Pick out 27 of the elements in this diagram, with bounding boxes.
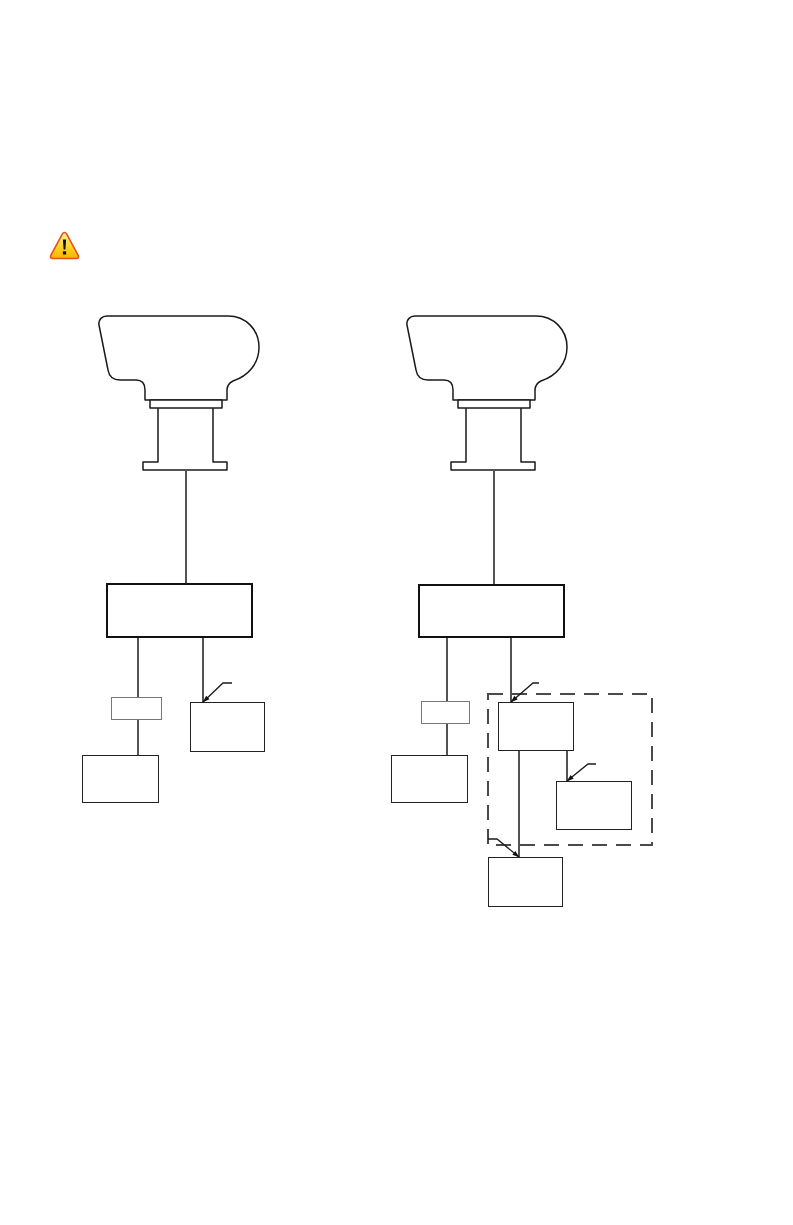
leader-line — [510, 682, 540, 703]
device-drawing — [98, 314, 262, 471]
cable-line — [202, 637, 204, 703]
cable-line — [510, 637, 512, 703]
leader-line — [487, 838, 520, 858]
component-box — [556, 781, 632, 830]
device-drawing — [406, 314, 570, 471]
dashed-group-box — [487, 693, 653, 846]
small-box — [111, 697, 162, 720]
cable-line — [137, 719, 139, 756]
main-box — [106, 583, 253, 638]
cable-line — [446, 723, 448, 756]
component-box — [82, 755, 159, 803]
main-box — [418, 584, 565, 638]
component-box — [391, 755, 468, 803]
cable-line — [446, 637, 448, 702]
component-box — [190, 702, 265, 752]
small-box — [421, 701, 470, 724]
leader-line — [566, 763, 597, 782]
cable-line — [137, 637, 139, 698]
cable-line — [493, 470, 495, 585]
cable-line — [185, 470, 187, 584]
cable-line — [518, 750, 520, 858]
cable-line — [566, 750, 568, 782]
component-box — [498, 702, 574, 751]
component-box — [488, 857, 563, 907]
leader-line — [202, 682, 233, 703]
